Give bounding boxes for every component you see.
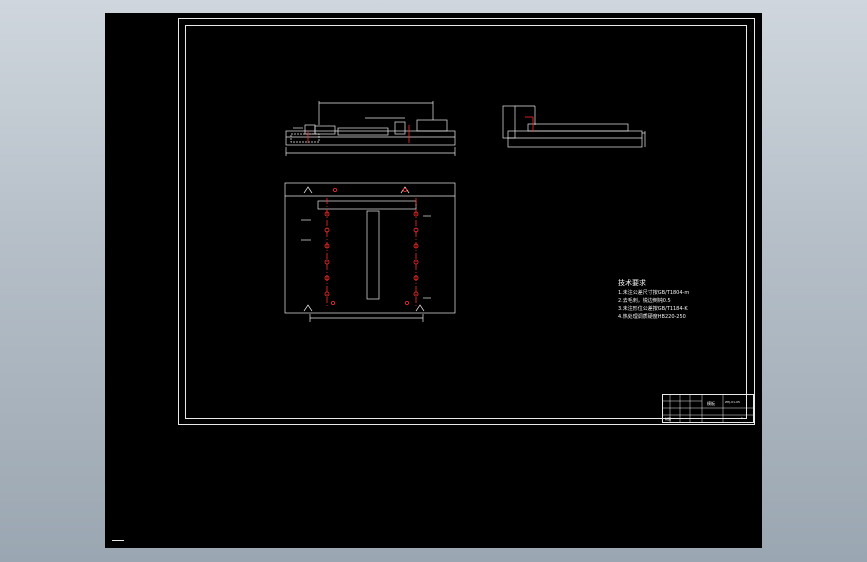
tech-req-line: 3.未注形位公差按GB/T1184-K bbox=[618, 306, 688, 312]
title-block-part-no: ZHJ-01-05 bbox=[725, 400, 740, 404]
cad-drawing bbox=[284, 101, 754, 423]
drawing-border-outer bbox=[178, 18, 755, 425]
plan-view bbox=[284, 182, 456, 322]
ucs-icon bbox=[112, 540, 124, 541]
cad-model-space[interactable]: 技术要求 1.未注公差尺寸按GB/T1804-m 2.去毛刺，锐边倒钝0.5 3… bbox=[105, 13, 762, 548]
front-view bbox=[285, 101, 456, 156]
title-block: 模板 ZHJ-01-05 制图 1 bbox=[662, 394, 754, 423]
tech-req-line: 4.热处理调质硬度HB220-250 bbox=[618, 314, 686, 320]
tech-req-line: 1.未注公差尺寸按GB/T1804-m bbox=[618, 290, 690, 296]
tech-req-title: 技术要求 bbox=[618, 279, 646, 287]
title-block-name: 模板 bbox=[707, 401, 715, 406]
drawing-border-inner bbox=[185, 25, 747, 419]
tech-req-line: 2.去毛刺，锐边倒钝0.5 bbox=[618, 298, 671, 304]
technical-requirements: 技术要求 1.未注公差尺寸按GB/T1804-m 2.去毛刺，锐边倒钝0.5 3… bbox=[618, 279, 689, 321]
title-block-page: 1 bbox=[741, 416, 743, 420]
title-block-drawn-by: 制图 bbox=[665, 417, 672, 421]
side-view bbox=[502, 105, 646, 148]
